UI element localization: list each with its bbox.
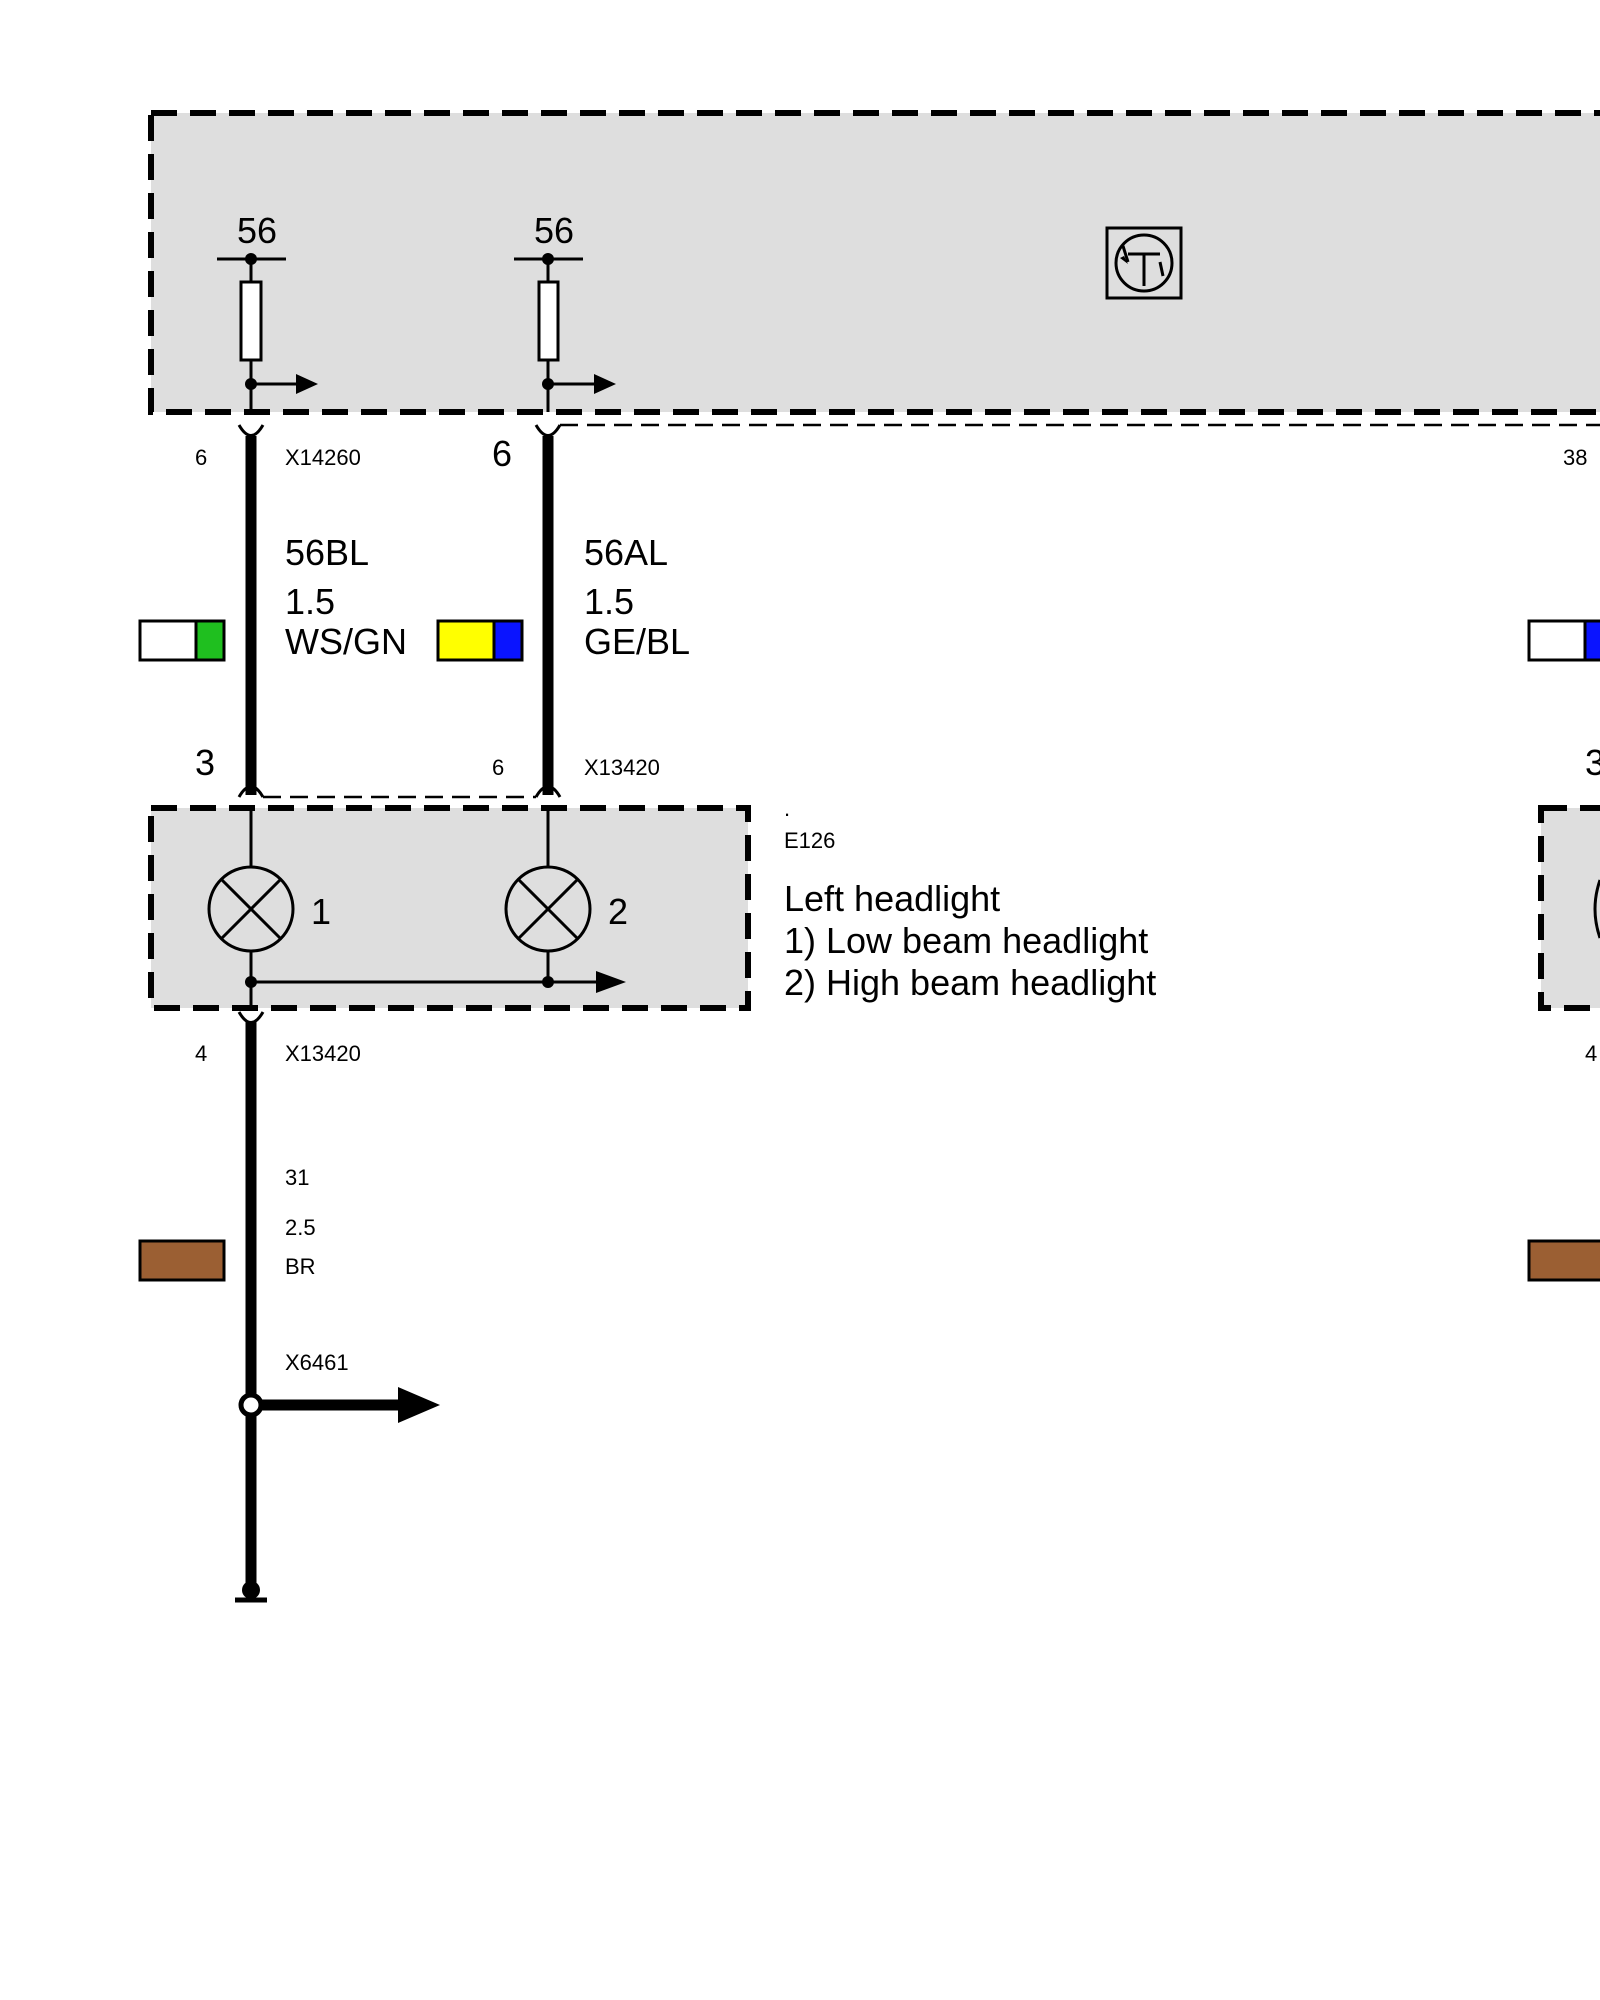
component-line: 1) Low beam headlight xyxy=(784,920,1148,961)
legend-dot: . xyxy=(784,796,790,821)
component-id: E126 xyxy=(784,828,835,853)
pin-label: 4 xyxy=(1585,1041,1597,1066)
connector-hook-right-top xyxy=(534,424,562,437)
wire-size: 1.5 xyxy=(584,581,634,622)
pin-label: 6 xyxy=(492,755,504,780)
wire-signal: 31 xyxy=(285,1165,309,1190)
fuse-symbol-right xyxy=(537,280,560,362)
pin-label: 6 xyxy=(195,445,207,470)
arrow-icon xyxy=(596,971,626,993)
transistor-icon xyxy=(1105,226,1183,300)
arrow-icon xyxy=(296,374,318,394)
arrow-icon xyxy=(594,374,616,394)
component-line: 2) High beam headlight xyxy=(784,962,1156,1003)
wire-color-swatch-far-right xyxy=(1527,619,1600,662)
wire-color-swatch-right xyxy=(436,619,524,662)
wire-color-swatch-ground xyxy=(138,1239,226,1282)
headlight-unit: 1 2 xyxy=(148,805,751,1011)
wire-size: 2.5 xyxy=(285,1215,316,1240)
pin-label: 3 xyxy=(1585,742,1600,783)
wire-color-swatch-far-right-ground xyxy=(1527,1239,1600,1282)
terminal-label-right: 56 xyxy=(534,210,574,251)
wire-size: 1.5 xyxy=(285,581,335,622)
headlight-box xyxy=(148,805,751,1011)
arrow-icon xyxy=(398,1387,440,1423)
connector-label: X13420 xyxy=(285,1041,361,1066)
ground-icon xyxy=(235,1581,267,1603)
terminal-label-left: 56 xyxy=(237,210,277,251)
control-unit-box xyxy=(148,110,1600,415)
wire-label-left: 56BL 1.5 WS/GN xyxy=(285,532,407,662)
connector-hook-left-top xyxy=(237,424,265,437)
wire-color-swatch-left xyxy=(138,619,226,662)
lamp-number: 2 xyxy=(608,891,628,932)
control-unit: 56 56 xyxy=(148,110,1600,415)
pin-label: 38 xyxy=(1563,445,1587,470)
control-unit-output-left: 56 xyxy=(217,210,318,412)
wire-color-code: WS/GN xyxy=(285,621,407,662)
pin-label: 4 xyxy=(195,1041,207,1066)
connector-label: X14260 xyxy=(285,445,361,470)
headlight-box-far-right xyxy=(1538,805,1600,1011)
control-unit-output-right: 56 xyxy=(514,210,616,412)
connector-hook-ground xyxy=(237,1011,265,1024)
connector-label: X6461 xyxy=(285,1350,349,1375)
wire-color-code: BR xyxy=(285,1254,316,1279)
wire-label-ground: 31 2.5 BR xyxy=(285,1165,316,1279)
pin-label: 3 xyxy=(195,742,215,783)
wire-signal: 56AL xyxy=(584,532,668,573)
headlight-legend: . E126 Left headlight 1) Low beam headli… xyxy=(784,796,1156,1003)
fuse-symbol-left xyxy=(239,280,263,362)
wire-label-right: 56AL 1.5 GE/BL xyxy=(584,532,690,662)
wire-color-code: GE/BL xyxy=(584,621,690,662)
connector-label: X13420 xyxy=(584,755,660,780)
ground-splice: X6461 xyxy=(238,1350,440,1423)
connector-hook-left-bottom xyxy=(237,785,265,798)
lamp-number: 1 xyxy=(311,891,331,932)
component-title: Left headlight xyxy=(784,878,1000,919)
pin-label: 6 xyxy=(492,433,512,474)
wire-signal: 56BL xyxy=(285,532,369,573)
connector-hook-right-bottom xyxy=(534,785,562,798)
